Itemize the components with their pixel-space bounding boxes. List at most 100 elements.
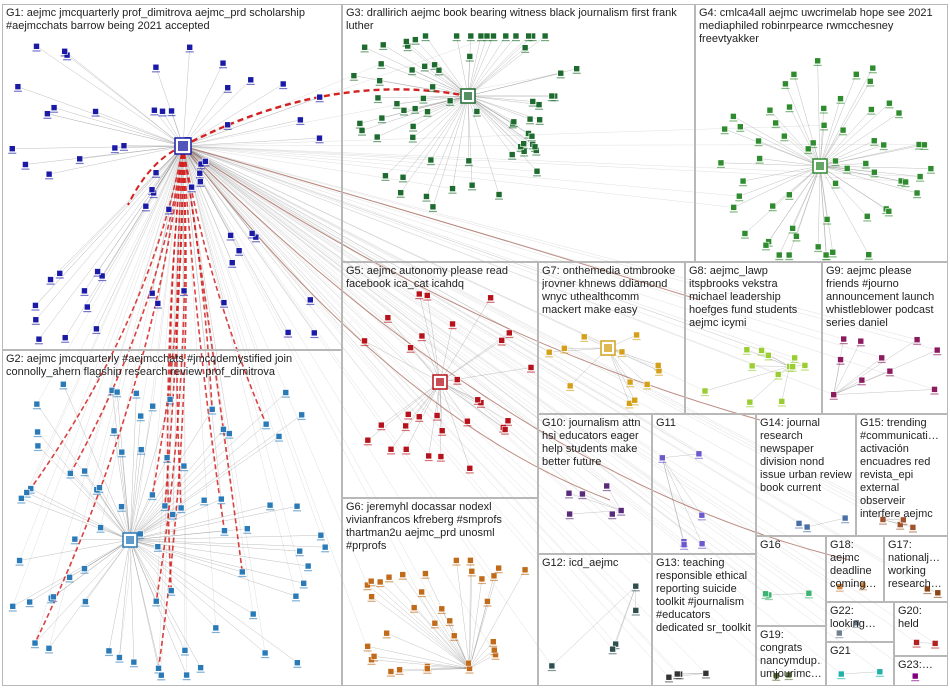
edge — [833, 379, 862, 395]
node-caption — [17, 502, 26, 504]
edge — [182, 145, 808, 528]
node — [931, 386, 938, 393]
node — [869, 64, 877, 72]
edge — [439, 323, 453, 383]
edge — [467, 95, 521, 147]
node-caption — [521, 573, 530, 575]
edge — [38, 145, 184, 340]
red-edge — [155, 145, 186, 602]
node — [356, 120, 364, 127]
node-caption — [423, 299, 432, 301]
node — [166, 396, 174, 403]
node — [573, 65, 580, 72]
edge — [551, 586, 636, 667]
node — [97, 524, 104, 531]
edge — [182, 145, 918, 340]
edge — [380, 581, 470, 669]
edge — [12, 539, 131, 607]
node-caption — [820, 129, 829, 131]
node-caption — [516, 150, 525, 152]
red-edge — [176, 145, 184, 508]
edge — [419, 293, 441, 383]
node-caption — [775, 259, 784, 261]
node — [795, 520, 803, 527]
node-caption — [828, 256, 837, 258]
node-caption — [533, 175, 542, 177]
node — [316, 93, 323, 101]
node — [431, 619, 439, 627]
node-caption — [415, 298, 424, 300]
edge — [182, 145, 800, 524]
edge — [182, 79, 251, 147]
node — [66, 574, 73, 581]
node-caption — [315, 101, 324, 103]
node — [71, 535, 79, 543]
node-caption — [658, 461, 667, 464]
edge — [740, 126, 821, 167]
edge — [607, 347, 630, 404]
node-caption — [452, 40, 461, 42]
node-caption — [433, 419, 442, 421]
edge — [182, 145, 660, 371]
node — [632, 607, 640, 614]
node — [374, 94, 382, 102]
node-caption — [430, 627, 439, 629]
edge — [99, 487, 131, 541]
node-caption — [235, 254, 244, 256]
node-caption — [299, 587, 308, 589]
edge — [182, 145, 678, 675]
node-caption — [177, 511, 186, 514]
edge — [182, 145, 857, 623]
node-caption — [788, 370, 797, 372]
node — [465, 157, 473, 165]
edge — [129, 539, 187, 676]
node — [789, 225, 796, 232]
node — [364, 643, 371, 650]
node — [364, 581, 371, 589]
node-caption — [501, 40, 510, 42]
node-caption — [804, 597, 813, 599]
node-caption — [33, 449, 42, 452]
node — [505, 329, 513, 337]
node — [836, 629, 843, 637]
node-caption — [363, 444, 372, 446]
node — [235, 247, 243, 255]
node — [435, 66, 443, 74]
edge — [50, 145, 184, 280]
node — [737, 123, 744, 131]
node-caption — [698, 547, 707, 549]
node — [510, 118, 518, 126]
edge — [182, 145, 805, 366]
node-caption — [426, 164, 435, 166]
node-caption — [180, 294, 189, 297]
edge — [387, 317, 441, 383]
node-caption — [410, 611, 419, 613]
node — [403, 38, 410, 45]
node-caption — [923, 592, 932, 595]
node-caption — [835, 590, 844, 592]
node-caption — [32, 408, 41, 410]
group-box — [2, 4, 342, 350]
node-caption — [310, 336, 319, 339]
edge — [819, 103, 890, 167]
node — [361, 337, 368, 345]
group-box — [756, 626, 826, 686]
node-caption — [417, 595, 426, 598]
node-caption — [25, 606, 34, 608]
node-caption — [406, 351, 415, 353]
node — [23, 489, 31, 496]
node — [665, 673, 673, 681]
edge — [439, 340, 502, 383]
node-caption — [774, 378, 783, 380]
graph-nodes — [8, 32, 942, 683]
edge — [819, 165, 827, 256]
node — [165, 206, 173, 213]
node — [865, 251, 873, 259]
edge — [182, 145, 636, 587]
node — [786, 103, 793, 111]
node — [212, 624, 220, 632]
node — [548, 92, 556, 100]
edge — [129, 539, 172, 591]
edge — [607, 347, 635, 401]
node-caption — [296, 123, 305, 126]
